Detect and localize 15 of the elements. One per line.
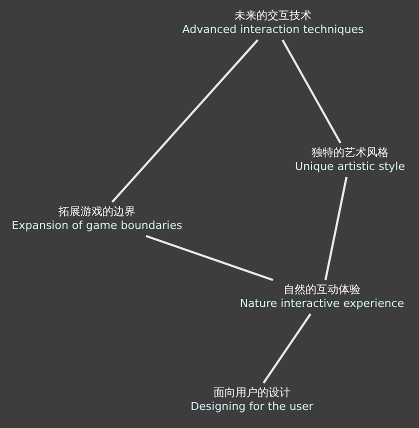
node-title: 独特的艺术风格 xyxy=(312,146,388,160)
node-subtitle: Nature interactive experience xyxy=(240,297,404,311)
node-subtitle: Designing for the user xyxy=(190,400,314,414)
node-subtitle: Advanced interaction techniques xyxy=(182,23,364,37)
node-title: 拓展游戏的边界 xyxy=(58,205,136,219)
node-title: 未来的交互技术 xyxy=(234,9,312,23)
connector-line xyxy=(282,39,342,144)
connector-line xyxy=(111,39,259,203)
node-title: 自然的互动体验 xyxy=(284,283,360,297)
node-subtitle: Unique artistic style xyxy=(295,160,405,174)
node-title: 面向用户的设计 xyxy=(214,386,290,400)
connector-line xyxy=(324,176,348,280)
connector-line xyxy=(262,313,312,384)
node-subtitle: Expansion of game boundaries xyxy=(12,219,182,233)
connector-line xyxy=(146,234,274,282)
